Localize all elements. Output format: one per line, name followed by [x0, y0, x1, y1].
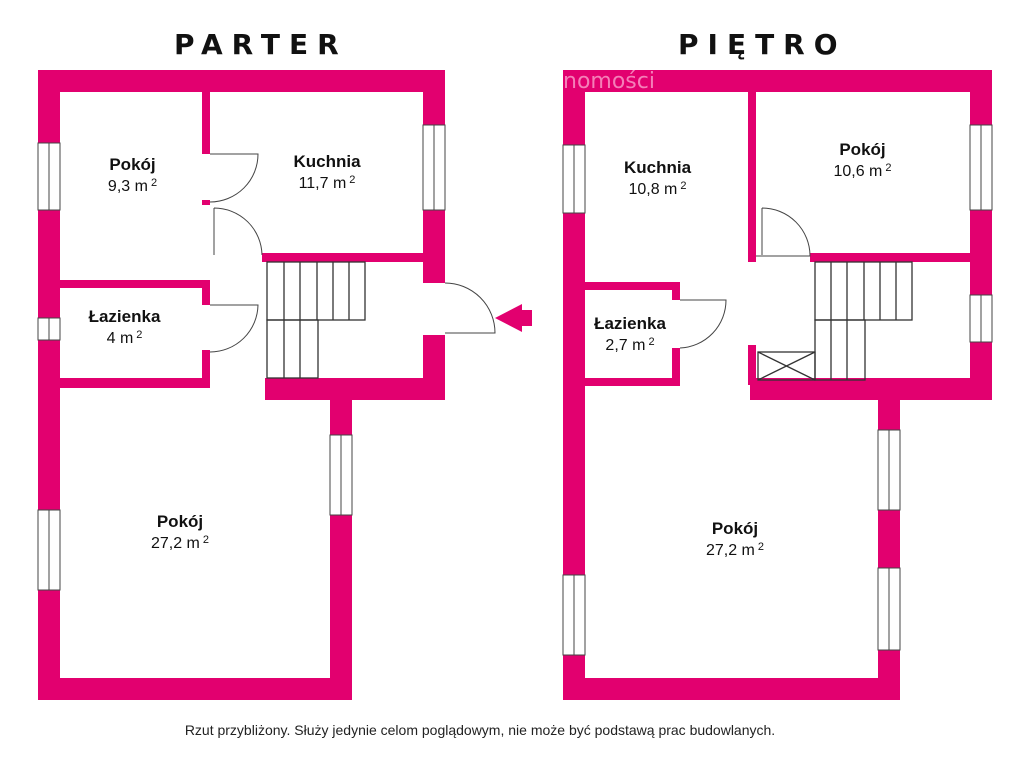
parter-stairs	[266, 261, 366, 379]
unit-sup: 2	[885, 162, 892, 174]
disclaimer-footnote: Rzut przybliżony. Służy jedynie celom po…	[184, 722, 776, 738]
room-name: Łazienka	[594, 314, 666, 333]
unit-sup: 2	[202, 534, 210, 546]
parter-windows	[37, 124, 446, 591]
unit-sup: 2	[150, 177, 158, 189]
room-name: Kuchnia	[293, 152, 361, 171]
room-name: Pokój	[156, 512, 204, 531]
unit-sup: 2	[648, 336, 655, 348]
unit-sup: 2	[680, 180, 687, 192]
room-area: 27,2 m	[705, 542, 755, 559]
room-area: 9,3 m	[107, 178, 148, 195]
room-area: 2,7 m	[605, 337, 646, 354]
pietro-stairs	[757, 261, 913, 381]
room-name: Łazienka	[88, 307, 161, 326]
room-area: 11,7 m	[298, 175, 347, 192]
room-area: 4 m	[106, 330, 134, 347]
pietro-doors	[679, 207, 811, 349]
parter-title: PARTER	[174, 28, 348, 61]
room-area: 10,6 m	[833, 163, 883, 180]
parter-doors	[209, 153, 496, 353]
watermark: nomości	[563, 69, 655, 94]
pietro-windows	[562, 124, 993, 656]
unit-sup: 2	[757, 541, 765, 553]
entrance-arrow-icon	[495, 304, 532, 332]
room-area: 10,8 m	[628, 181, 678, 198]
room-name: Kuchnia	[623, 158, 692, 177]
room-name: Pokój	[109, 155, 156, 174]
unit-sup: 2	[136, 329, 143, 341]
room-name: Pokój	[711, 519, 759, 538]
unit-sup: 2	[349, 174, 356, 186]
room-name: Pokój	[839, 140, 886, 159]
pietro-title: PIĘTRO	[678, 28, 847, 61]
room-area: 27,2 m	[150, 535, 200, 552]
